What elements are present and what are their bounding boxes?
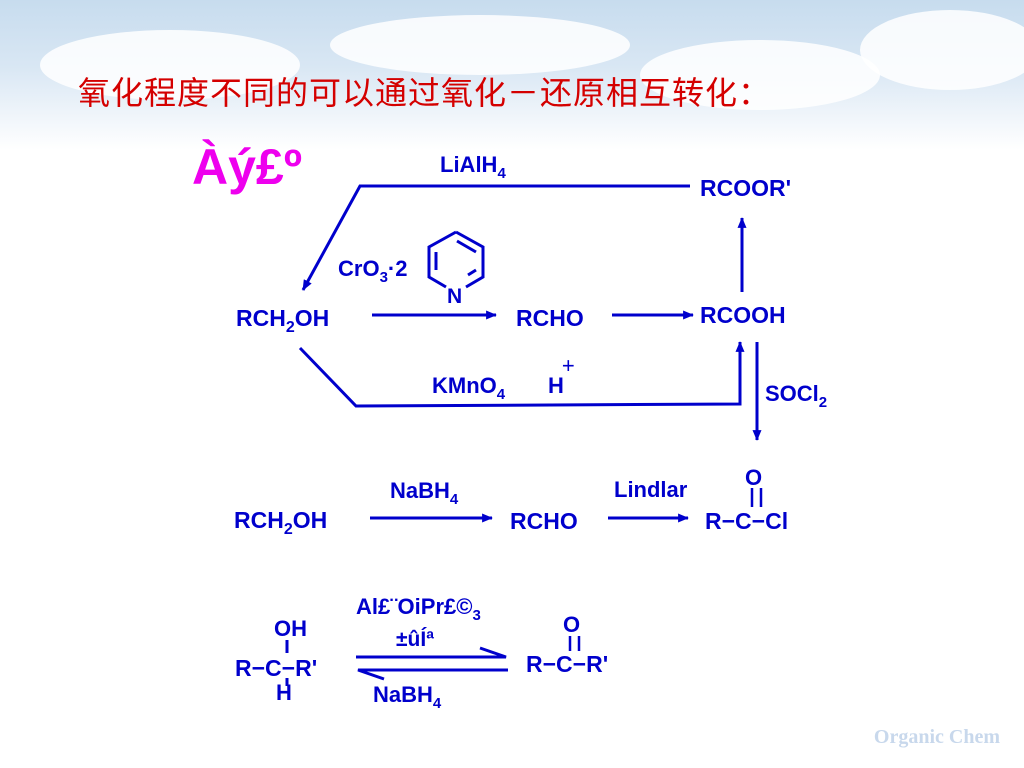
nabh4-label: NaBH4 xyxy=(390,478,459,508)
oppenauer-reagent-label: Al£¨OiPr£©3 xyxy=(356,594,481,624)
rcho-label-2: RCHO xyxy=(510,508,578,534)
rch2oh-label-2: RCH2OH xyxy=(234,507,327,538)
cro3-label: CrO3·2 xyxy=(338,256,407,286)
acyl-oxygen: O xyxy=(745,465,762,490)
lialh4-label: LiAlH4 xyxy=(440,152,506,182)
cloud-decoration xyxy=(640,40,880,110)
kmno4-arrow xyxy=(298,341,745,408)
rcho-label: RCHO xyxy=(516,305,584,331)
cloud-decoration xyxy=(330,15,630,75)
ketone-oxygen: O xyxy=(563,612,580,637)
garbled-heading: Àý£º xyxy=(192,139,302,195)
cloud-decoration xyxy=(40,30,300,100)
socl2-label: SOCl2 xyxy=(765,381,827,411)
slide-title: 氧化程度不同的可以通过氧化－还原相互转化： xyxy=(78,74,772,112)
cloud-decoration xyxy=(860,10,1024,90)
alcohol-h-label: H xyxy=(276,680,292,705)
footer-watermark: Organic Chem xyxy=(873,726,1000,748)
nabh4-label-2: NaBH4 xyxy=(373,682,442,712)
garbled-reagent-label: ±ûÍª xyxy=(396,628,434,651)
forward-harpoon xyxy=(356,646,507,659)
scheme-oppenauer-equilibrium xyxy=(285,636,581,686)
scheme-reduction-row xyxy=(370,488,763,523)
sky-background xyxy=(0,0,1024,150)
lialh4-arrow xyxy=(301,184,690,291)
lindlar-label: Lindlar xyxy=(614,477,688,502)
rcoor-label: RCOOR' xyxy=(700,175,791,201)
secondary-alcohol-label: R−C−R' xyxy=(235,655,317,681)
ketone-double-bond xyxy=(568,636,581,651)
h-plus-label: H+ xyxy=(548,353,575,398)
acyl-double-bond xyxy=(750,488,763,507)
kmno4-label: KMnO4 xyxy=(432,373,506,403)
rch2oh-label: RCH2OH xyxy=(236,305,329,336)
scheme-oxidation-network xyxy=(298,184,762,441)
alcohol-oh-label: OH xyxy=(274,616,307,641)
ketone-label: R−C−R' xyxy=(526,651,608,677)
acyl-chloride-label: R−C−Cl xyxy=(705,508,788,534)
pyridine-ring xyxy=(427,230,485,289)
reverse-harpoon xyxy=(357,668,508,681)
rcooh-label: RCOOH xyxy=(700,302,786,328)
pyridine-n: N xyxy=(447,285,462,308)
